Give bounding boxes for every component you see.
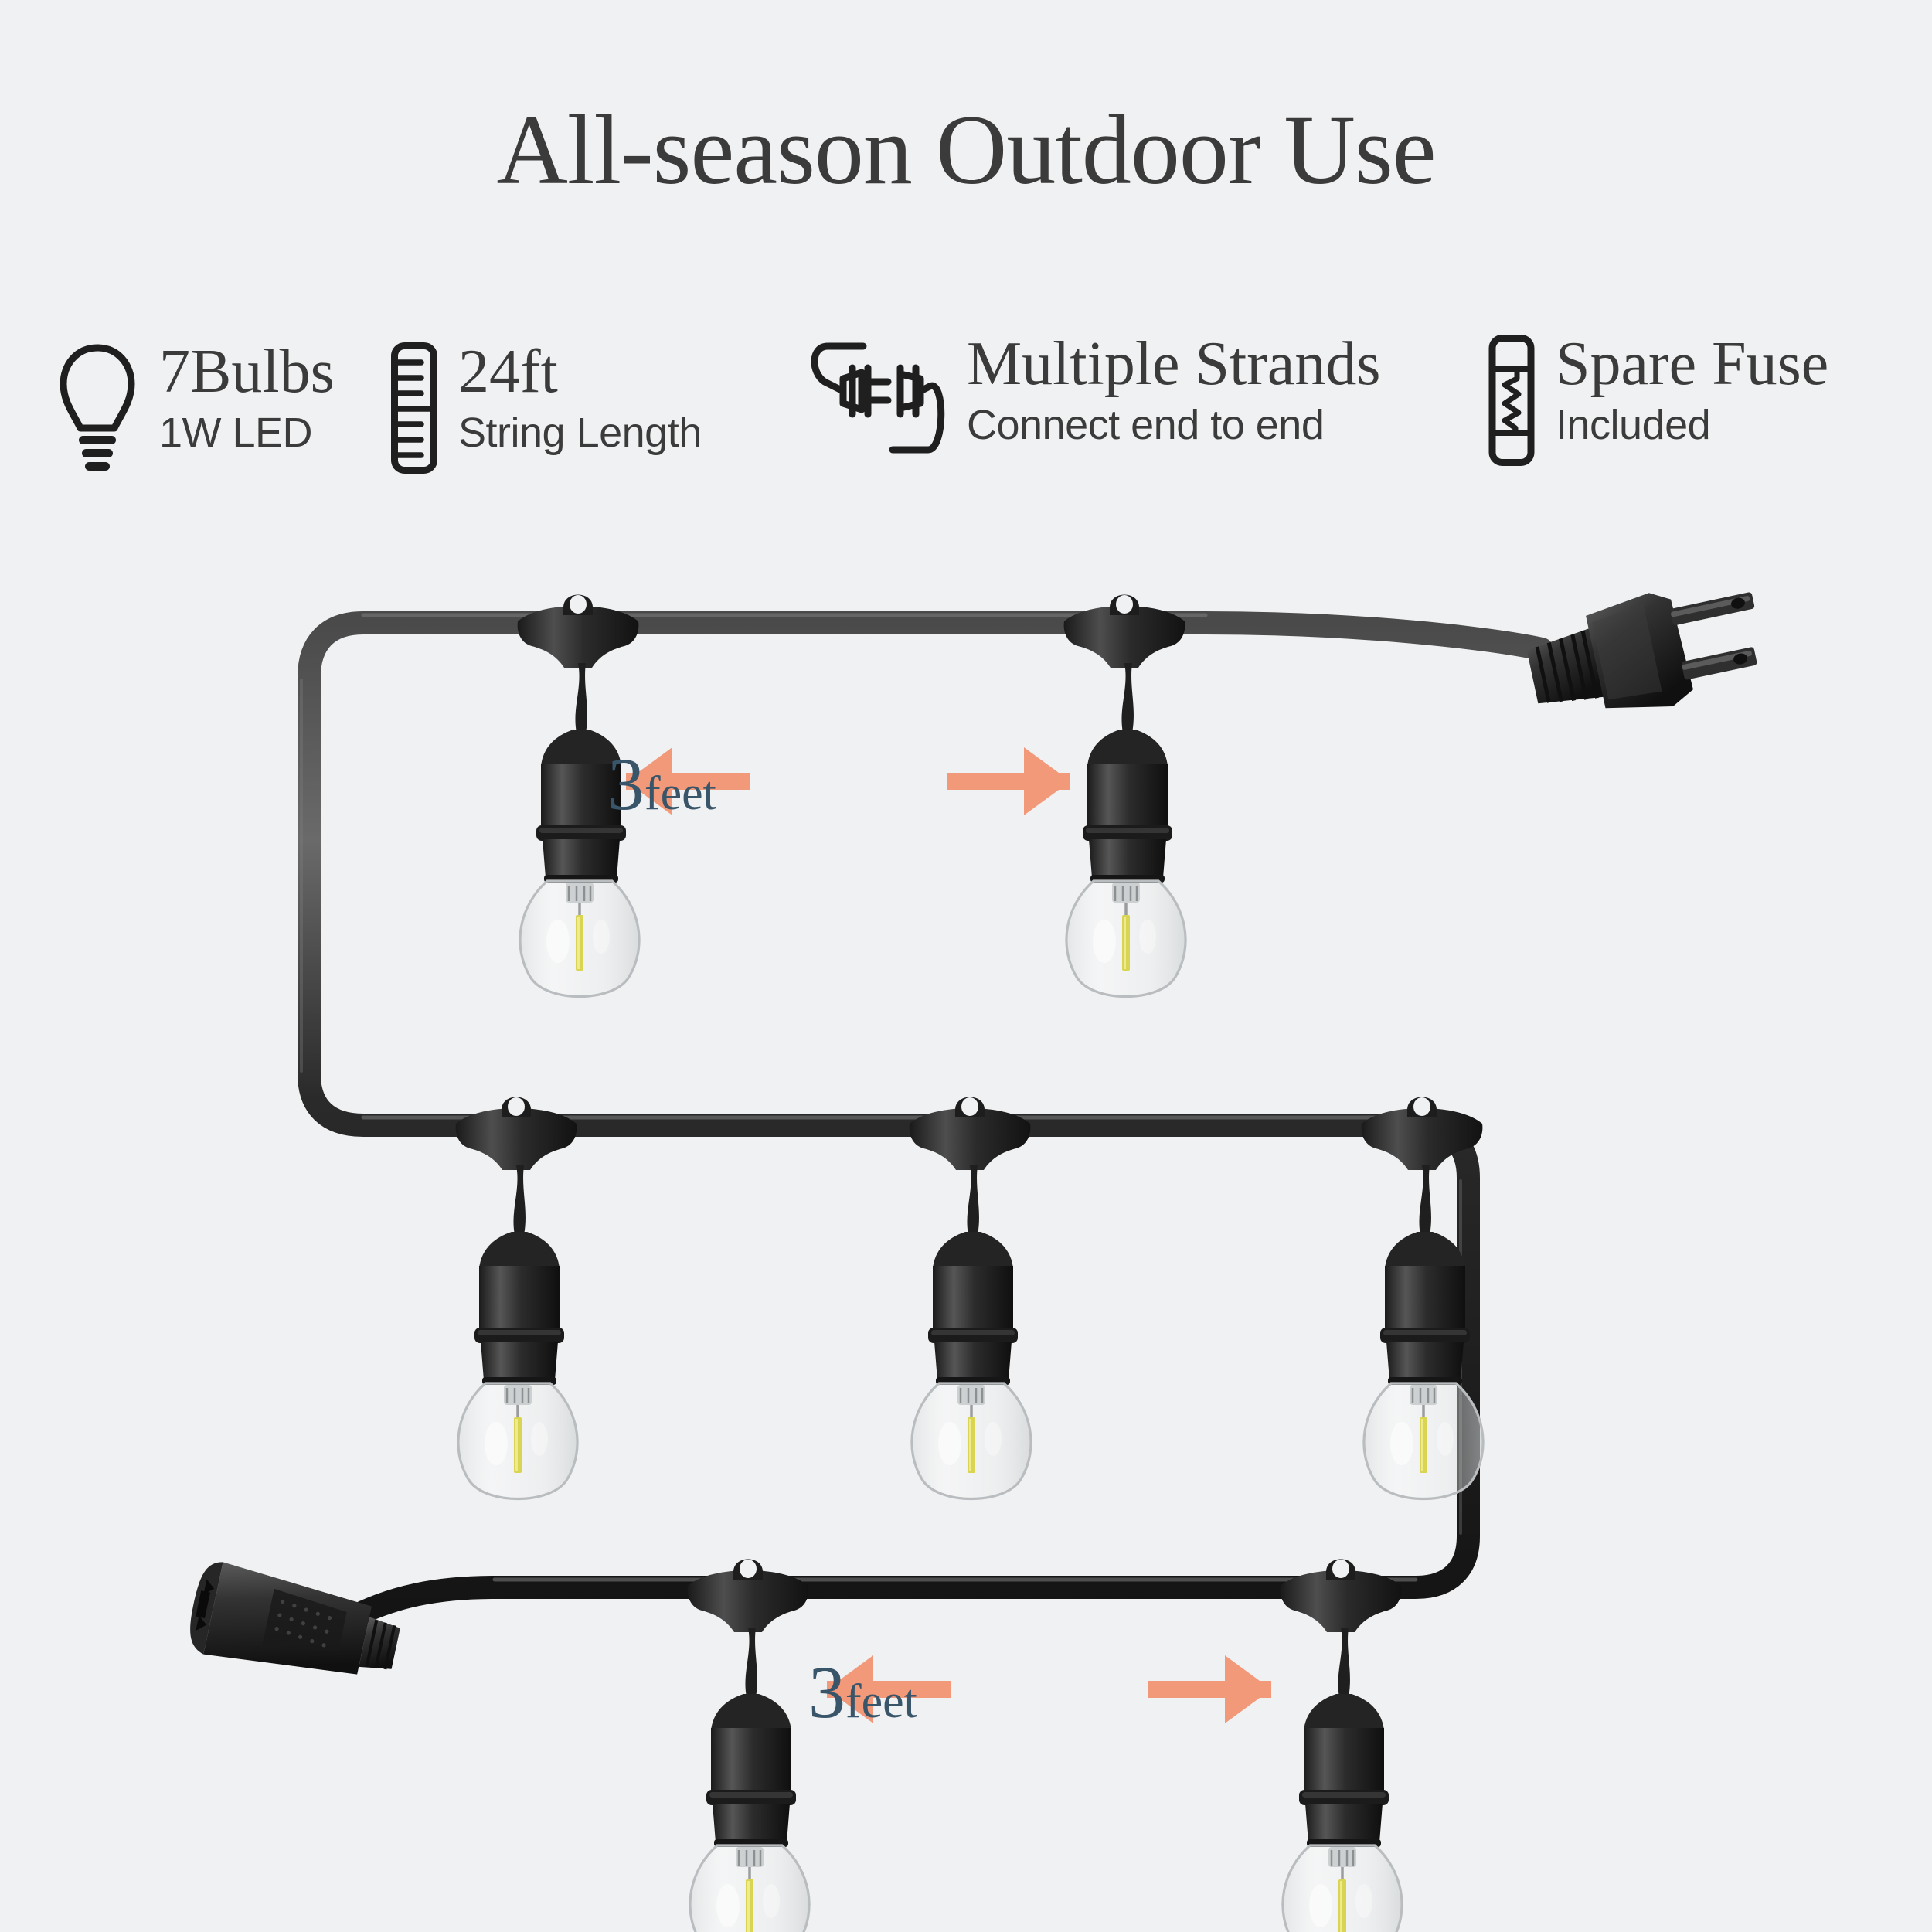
feature-length: 24ft String Length xyxy=(390,338,702,478)
feature-spare-fuse-text: Spare Fuse Included xyxy=(1556,330,1829,449)
lamp-assembly xyxy=(685,1557,811,1932)
dimension-top-value: 3 xyxy=(607,743,645,825)
plug-connector-icon xyxy=(808,334,947,469)
feature-multiple-strands-subtitle: Connect end to end xyxy=(967,402,1325,449)
feature-spare-fuse-title: Spare Fuse xyxy=(1556,330,1829,398)
dimension-arrow-bottom xyxy=(827,1655,1271,1723)
dimension-label-top: 3 feet xyxy=(595,747,1097,821)
feature-bulbs-text: 7Bulbs 1W LED xyxy=(159,338,335,457)
dimension-label-top-text: 3 feet xyxy=(595,747,729,821)
feature-row: 7Bulbs 1W LED xyxy=(0,332,1932,510)
ruler-icon xyxy=(390,342,438,478)
dimension-label-bottom-text: 3 feet xyxy=(796,1655,930,1730)
feature-spare-fuse-subtitle: Included xyxy=(1556,402,1711,449)
cord-path xyxy=(298,611,1553,1624)
feature-multiple-strands: Multiple Strands Connect end to end xyxy=(808,330,1381,469)
female-socket xyxy=(190,1562,400,1675)
feature-multiple-strands-text: Multiple Strands Connect end to end xyxy=(967,330,1381,449)
male-plug xyxy=(1526,592,1757,709)
dimension-top-unit: feet xyxy=(645,767,716,820)
feature-bulbs-title: 7Bulbs xyxy=(159,338,335,406)
lamp-assembly xyxy=(1278,1557,1403,1932)
dimension-arrow-top xyxy=(626,747,1070,815)
fuse-icon xyxy=(1488,334,1536,471)
feature-length-text: 24ft String Length xyxy=(458,338,702,457)
dimension-label-bottom: 3 feet xyxy=(796,1655,1298,1730)
lamp-assembly xyxy=(454,1095,579,1501)
dimension-bottom-unit: feet xyxy=(845,1675,917,1728)
feature-bulbs: 7Bulbs 1W LED xyxy=(56,338,335,477)
feature-multiple-strands-title: Multiple Strands xyxy=(967,330,1381,398)
feature-length-title: 24ft xyxy=(458,338,558,406)
dimension-bottom-value: 3 xyxy=(808,1651,845,1733)
feature-spare-fuse: Spare Fuse Included xyxy=(1488,330,1829,471)
feature-bulbs-subtitle: 1W LED xyxy=(159,410,313,457)
lamp-assembly xyxy=(907,1095,1032,1501)
light-bulb-icon xyxy=(56,342,139,477)
feature-length-subtitle: String Length xyxy=(458,410,702,457)
page-title: All-season Outdoor Use xyxy=(496,95,1436,205)
